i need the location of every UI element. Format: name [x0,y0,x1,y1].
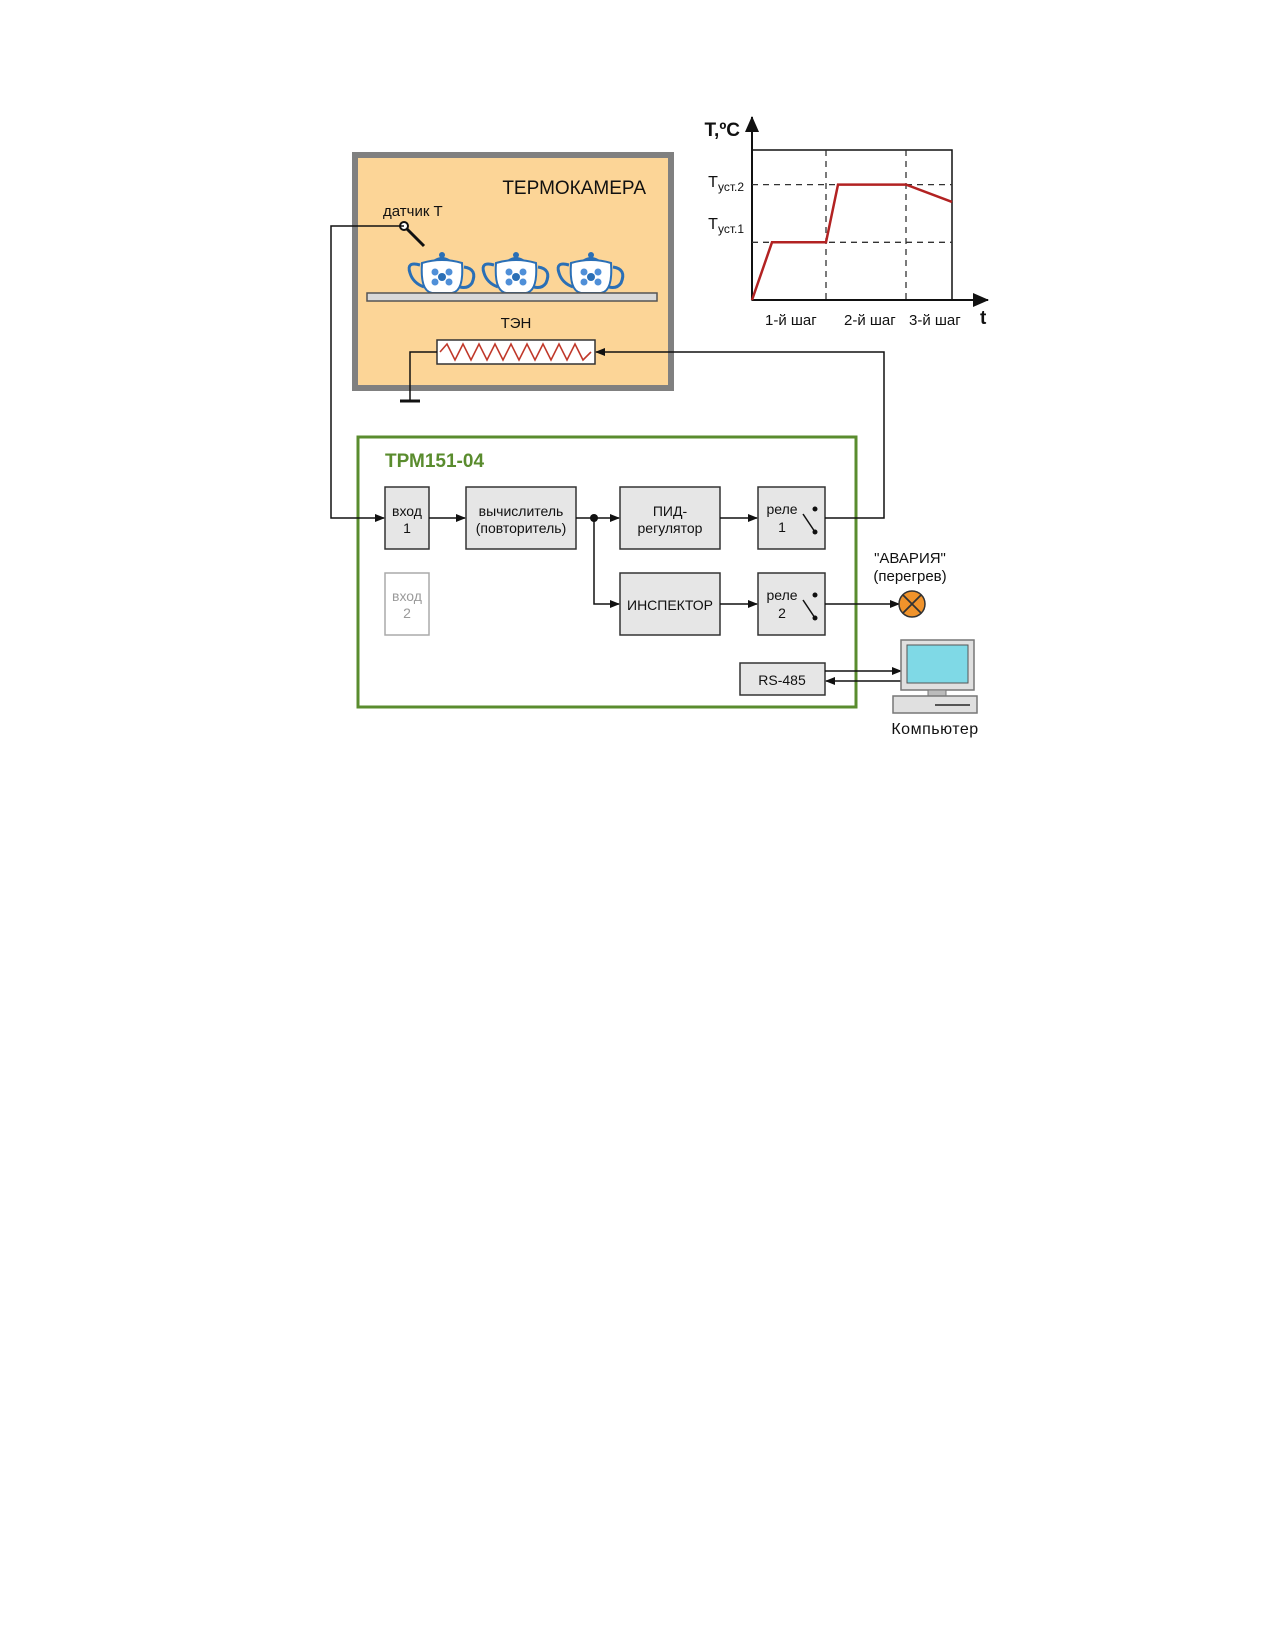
alarm: "АВАРИЯ" (перегрев) [873,550,947,618]
chart-dynamic-marks [750,150,953,301]
heater-coil [439,342,592,362]
temperature-profile-chart: T,ºC t Tуст.2 Tуст.1 1-й шаг 2-й шаг 3-й… [705,116,989,329]
inspector-label: ИНСПЕКТОР [627,597,713,613]
connections [330,225,902,685]
pid-regulator-block [619,486,721,550]
computer-icon [892,639,978,714]
input-1-block [384,486,430,550]
calculator-label-line2: (повторитель) [476,520,567,536]
heater-label: ТЭН [501,315,532,332]
calculator-block [465,486,577,550]
input-1-label: вход [392,503,422,519]
device-title: ТРМ151-04 [385,451,484,472]
rs485-label: RS-485 [758,672,806,688]
wire-relay1-to-heater [595,348,885,519]
y-tick-label-tset1: Tуст.1 [708,216,744,236]
input-2-block [384,572,430,636]
relay-1-label: реле [766,501,797,517]
input-1-number: 1 [403,520,411,536]
thermochamber: ТЕРМОКАМЕРА датчик T [352,152,674,403]
device-frame [356,435,858,709]
relay-2-label: реле [766,587,797,603]
step-label-2: 2-й шаг [844,312,896,329]
trm151-device: ТРМ151-04 вход 1 вход 2 вычислитель (пов… [356,435,858,709]
pid-label-line2: регулятор [638,520,703,536]
wire-sensor-to-input1 [330,225,404,522]
teapot-icon [481,252,550,294]
relay-2-switch-icon [802,592,818,621]
chart-frame [751,149,953,301]
relay-2-block [757,572,826,636]
rs485-block [739,662,826,696]
relay-1-block [757,486,826,550]
y-axis-label: T,ºC [705,120,741,141]
shelf [366,292,658,302]
chamber-title: ТЕРМОКАМЕРА [502,178,646,199]
temperature-profile-line [750,183,953,301]
alarm-lamp-icon [898,590,926,618]
calculator-label-line1: вычислитель [479,503,564,519]
computer-label: Компьютер [891,721,978,738]
teapot-icon [407,252,476,294]
relay-1-switch-icon [802,506,818,535]
step-label-3: 3-й шаг [909,312,961,329]
relay-1-number: 1 [778,519,786,535]
input-2-number: 2 [403,605,411,621]
x-axis-label: t [980,308,987,329]
y-tick-label-tset2: Tуст.2 [708,174,744,194]
ground-wire [409,351,437,400]
sensor-label: датчик T [383,203,443,220]
alarm-label-line2: (перегрев) [873,568,946,585]
wire-junction-to-inspector [593,518,620,608]
relay-2-number: 2 [778,605,786,621]
step-label-1: 1-й шаг [765,312,817,329]
teapot-icon [556,252,625,294]
pid-label-line1: ПИД- [653,503,688,519]
alarm-label-line1: "АВАРИЯ" [874,550,946,567]
input-2-label: вход [392,588,422,604]
